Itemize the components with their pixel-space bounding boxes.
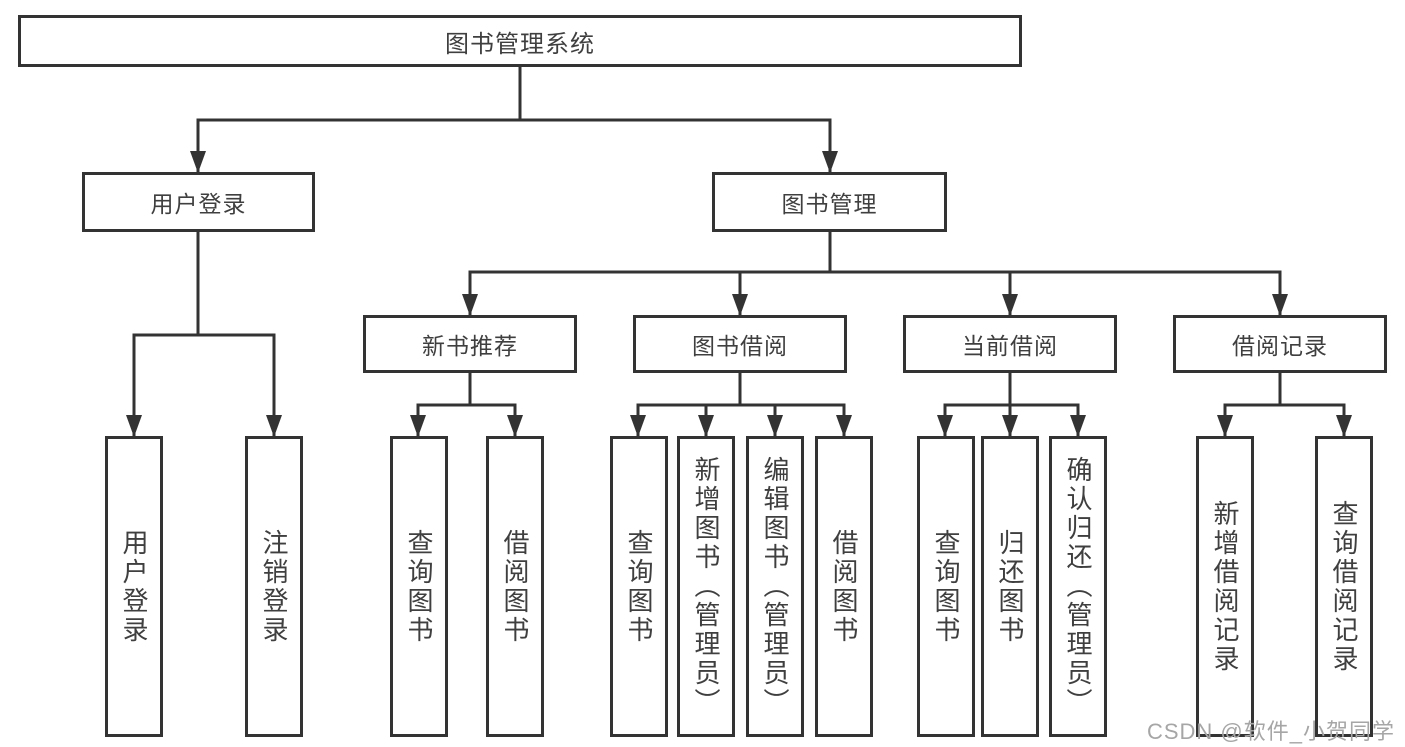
node-book-management: 图书管理 xyxy=(712,172,947,232)
leaf-query-books-recommend: 查询图书 xyxy=(390,436,448,737)
leaf-query-borrow-record: 查询借阅记录 xyxy=(1315,436,1373,737)
leaf-borrow-books-recommend: 借阅图书 xyxy=(486,436,544,737)
leaf-edit-books-admin: 编辑图书（管理员） xyxy=(746,436,804,737)
node-user-login: 用户登录 xyxy=(82,172,315,232)
node-borrowing-records: 借阅记录 xyxy=(1173,315,1387,373)
leaf-add-books-admin: 新增图书（管理员） xyxy=(677,436,735,737)
leaf-add-borrow-record: 新增借阅记录 xyxy=(1196,436,1254,737)
leaf-logout: 注销登录 xyxy=(245,436,303,737)
leaf-user-login: 用户登录 xyxy=(105,436,163,737)
node-new-book-recommend: 新书推荐 xyxy=(363,315,577,373)
node-root: 图书管理系统 xyxy=(18,15,1022,67)
leaf-borrow-books-borrowing: 借阅图书 xyxy=(815,436,873,737)
node-book-borrowing: 图书借阅 xyxy=(633,315,847,373)
leaf-return-books: 归还图书 xyxy=(981,436,1039,737)
node-current-borrowing: 当前借阅 xyxy=(903,315,1117,373)
leaf-query-books-borrowing: 查询图书 xyxy=(610,436,668,737)
watermark: CSDN @软件_小贺同学 xyxy=(1146,719,1395,744)
leaf-query-books-current: 查询图书 xyxy=(917,436,975,737)
leaf-confirm-return-admin: 确认归还（管理员） xyxy=(1049,436,1107,737)
